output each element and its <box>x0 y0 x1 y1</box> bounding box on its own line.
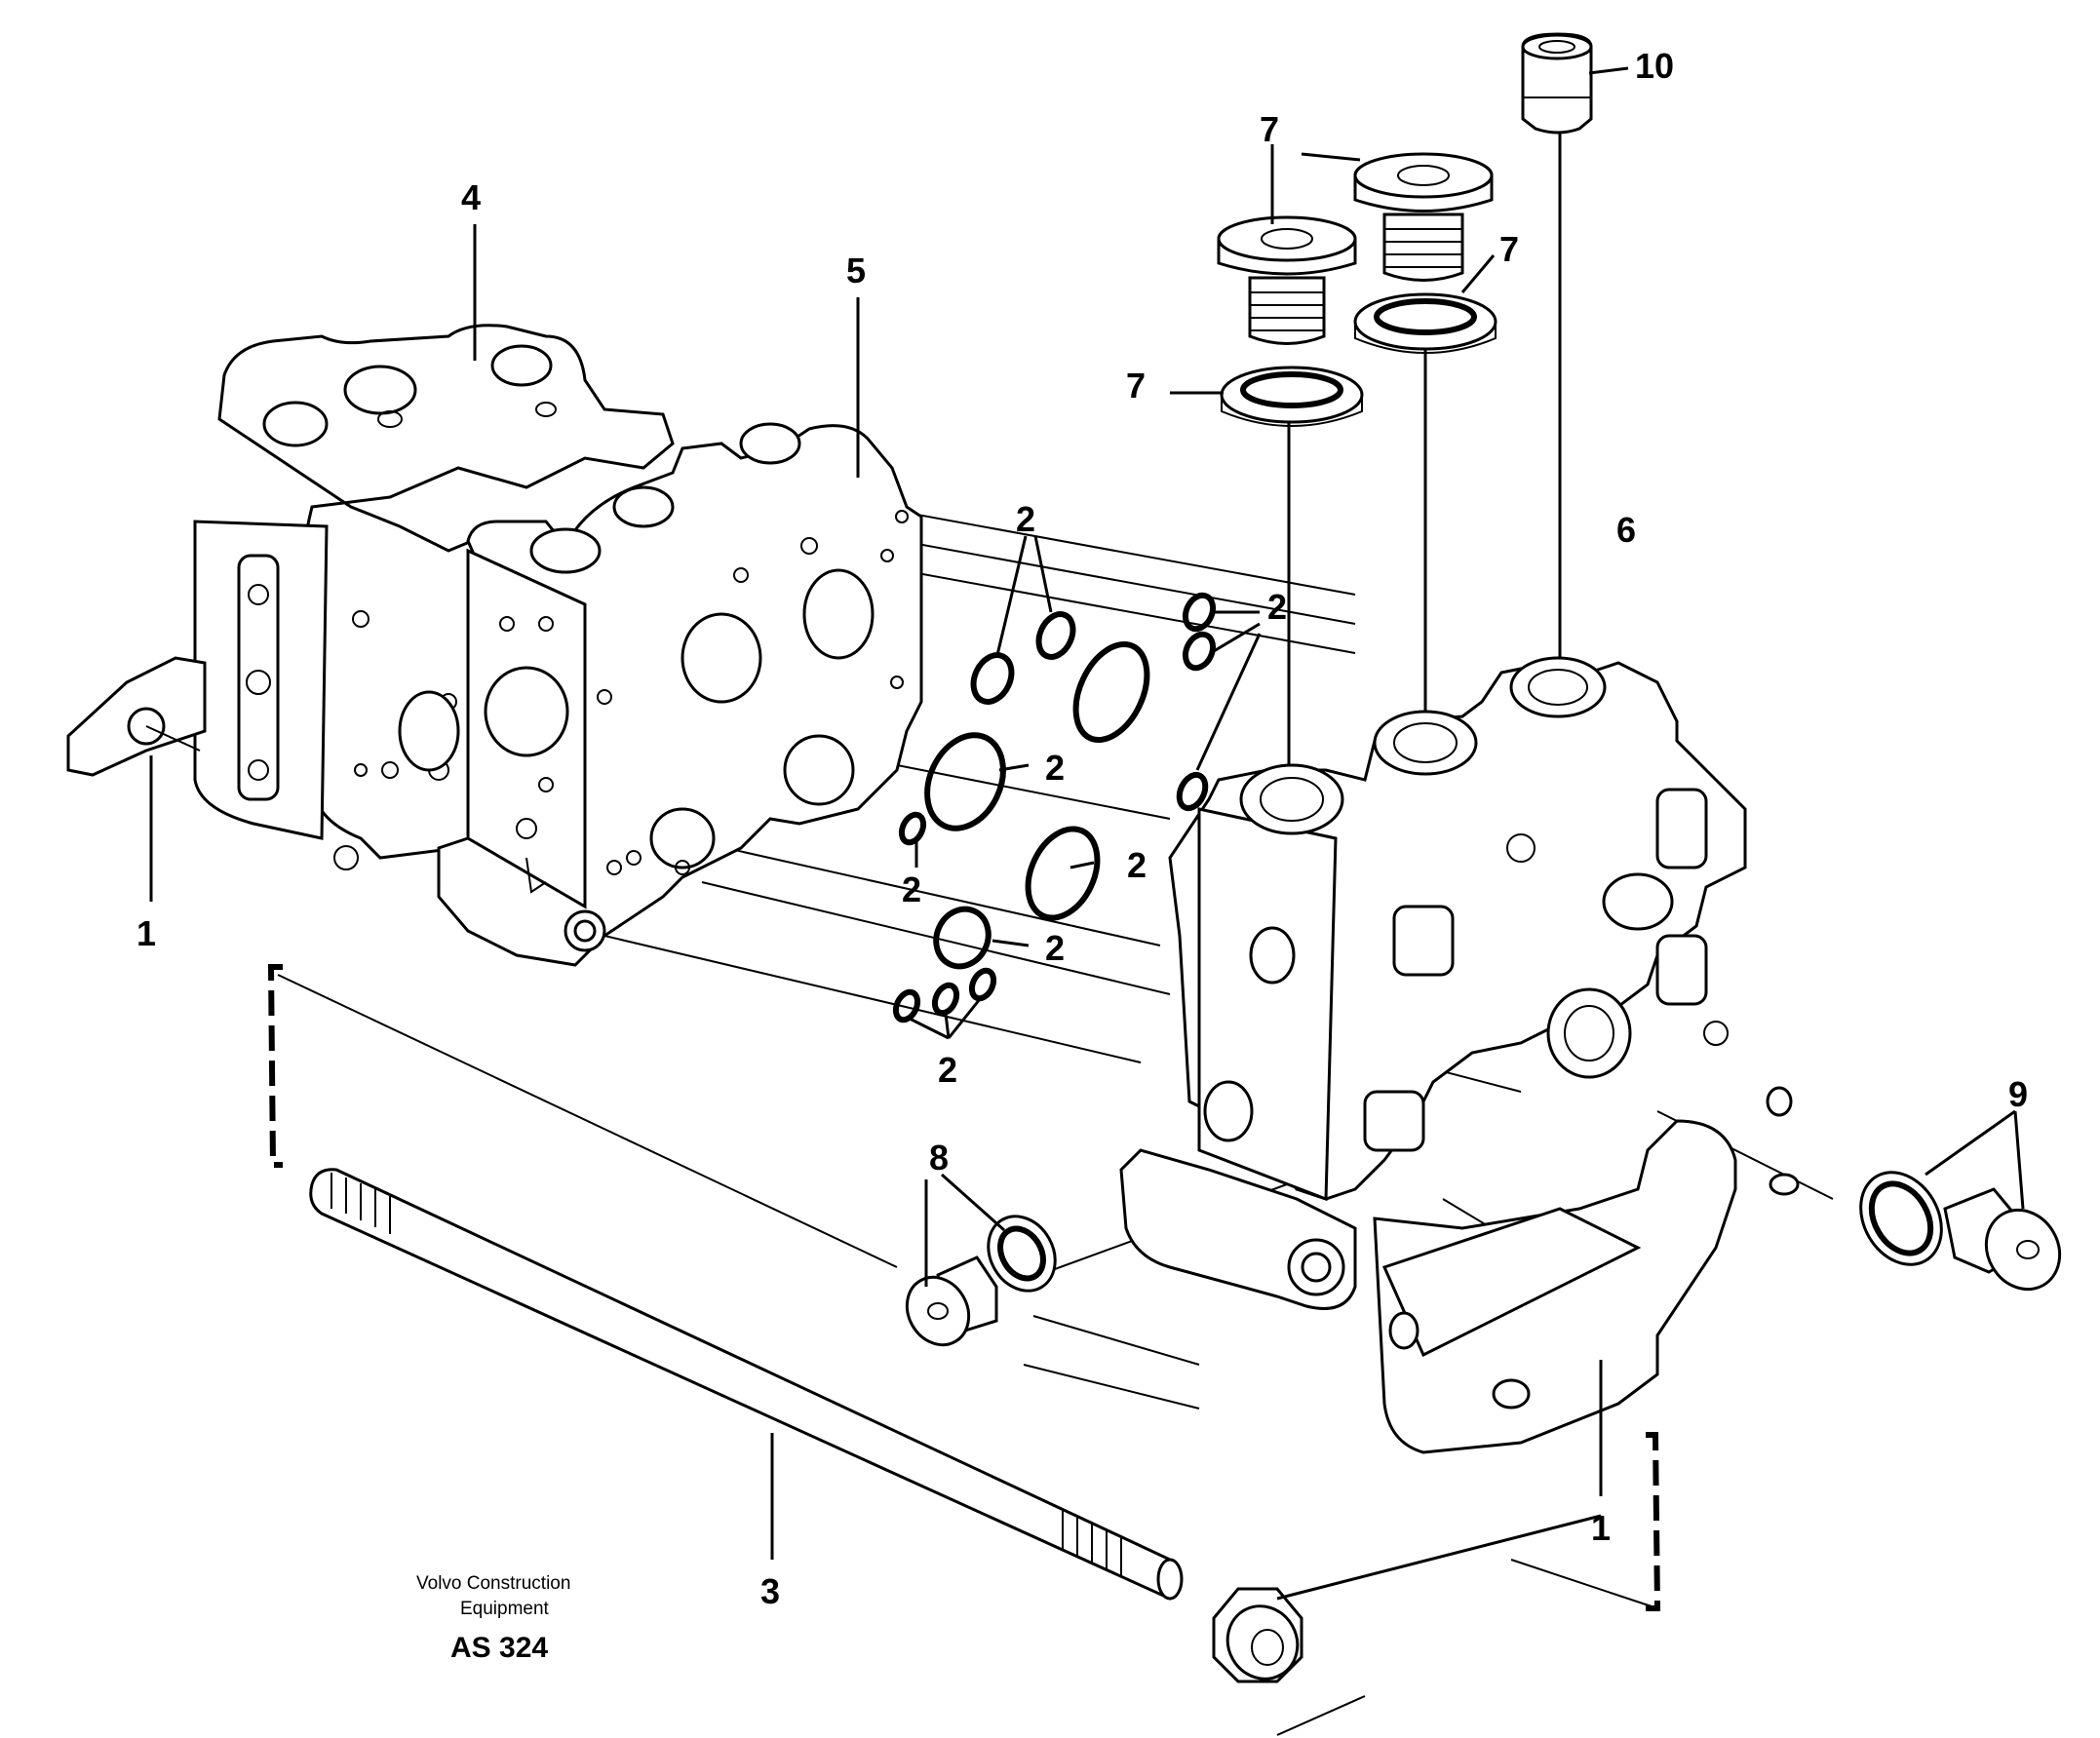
tie-rod-part-3 <box>309 1168 1184 1601</box>
valve-section-part-5 <box>437 422 923 967</box>
callout-2-e: 2 <box>1127 845 1147 885</box>
callout-1-left: 1 <box>136 913 156 953</box>
callout-3: 3 <box>760 1571 780 1611</box>
callout-2-d: 2 <box>902 869 921 909</box>
seal-part-7-left <box>1220 366 1364 427</box>
leader-lines <box>149 66 2025 1601</box>
plug-part-7-right <box>1353 152 1494 282</box>
callout-6: 6 <box>1616 510 1636 550</box>
callouts: 1 1 2 2 2 2 2 2 2 3 4 5 6 7 7 7 8 9 10 <box>136 46 2028 1611</box>
callout-2-b: 2 <box>1267 587 1287 627</box>
callout-10: 10 <box>1635 46 1674 86</box>
callout-4: 4 <box>461 177 481 217</box>
seal-part-7-right <box>1353 292 1497 354</box>
callout-9: 9 <box>2008 1074 2028 1114</box>
callout-8: 8 <box>929 1138 949 1178</box>
drawing-code: AS 324 <box>450 1632 548 1664</box>
nut-part-1 <box>1212 1587 1303 1683</box>
footer-caption: Volvo Construction Equipment AS 324 <box>416 1573 570 1664</box>
plug-part-9 <box>1859 1171 2062 1292</box>
callout-2-c: 2 <box>1045 748 1065 788</box>
callout-7-top: 7 <box>1260 109 1279 149</box>
plug-part-7-left <box>1217 215 1357 345</box>
caption-line-1: Volvo Construction <box>416 1573 570 1594</box>
callout-2-f: 2 <box>1045 928 1065 968</box>
valve-section-part-6 <box>1119 656 1800 1454</box>
callout-2-g: 2 <box>938 1050 957 1090</box>
group-bracket-dashed <box>267 964 1661 1611</box>
o-rings-part-2 <box>892 592 1217 1023</box>
caption-line-2: Equipment <box>460 1599 550 1619</box>
callout-7-right: 7 <box>1499 229 1519 269</box>
callout-5: 5 <box>846 251 866 290</box>
callout-7-left: 7 <box>1126 366 1146 406</box>
plug-part-10 <box>1521 32 1593 135</box>
callout-2-a: 2 <box>1016 499 1035 539</box>
callout-1-right: 1 <box>1591 1508 1611 1548</box>
plug-part-8 <box>905 1215 1057 1347</box>
